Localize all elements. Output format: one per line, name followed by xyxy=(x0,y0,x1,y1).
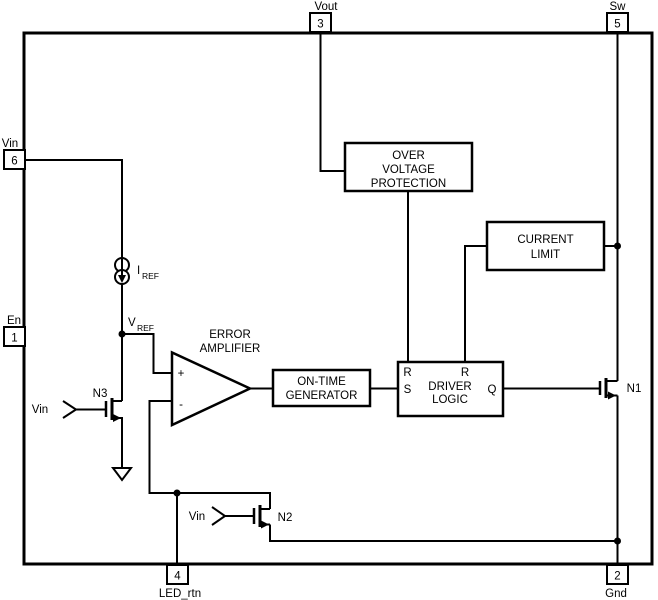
pin-vout: 3 Vout xyxy=(309,1,338,33)
error-amplifier-symbol: + - xyxy=(170,350,253,427)
junction-vref xyxy=(118,330,126,338)
n1-body-arrow xyxy=(608,391,616,400)
n3-body-arrow xyxy=(113,414,121,422)
ovp-label-line2: VOLTAGE xyxy=(382,164,435,176)
error-amplifier-title-line2: AMPLIFIER xyxy=(200,343,261,355)
driver-logic-block: R R S Q DRIVER LOGIC xyxy=(396,360,505,418)
pin-sw: 5 Sw xyxy=(606,1,629,33)
junction-gnd xyxy=(614,537,621,545)
n2-label: N2 xyxy=(278,512,293,524)
pin-sw-box xyxy=(606,12,629,33)
amp-minus-input-label: - xyxy=(179,399,183,411)
driver-logic-label-line2: LOGIC xyxy=(432,394,468,406)
driver-logic-port-r2: R xyxy=(461,367,469,379)
iref-label-subscript: REF xyxy=(142,271,159,281)
iref-current-source-symbol xyxy=(114,257,130,285)
on-time-generator-box xyxy=(271,368,372,408)
driver-logic-box xyxy=(396,360,505,418)
n3-gate-input-arrow xyxy=(62,400,78,419)
driver-logic-port-s: S xyxy=(404,384,412,396)
vref-label-subscript: REF xyxy=(137,323,154,333)
n3-mosfet-symbol xyxy=(62,398,123,468)
driver-logic-port-r1: R xyxy=(403,367,411,379)
on-time-generator-block: ON-TIME GENERATOR xyxy=(271,368,372,408)
pin-vin: 6 Vin xyxy=(2,138,26,170)
n3-gate-signal-label: Vin xyxy=(32,404,48,416)
current-limit-label-line2: LIMIT xyxy=(531,249,560,261)
amp-plus-input-label: + xyxy=(178,368,185,380)
wire-current-limit-to-r-input xyxy=(464,245,487,362)
pin-vin-label: Vin xyxy=(2,138,18,150)
pin-en: 1 En xyxy=(3,315,26,347)
on-time-label-line1: ON-TIME xyxy=(297,376,346,388)
n2-gate-signal-label: Vin xyxy=(189,511,205,523)
n1-label: N1 xyxy=(627,383,642,395)
over-voltage-protection-block: OVER VOLTAGE PROTECTION xyxy=(343,141,474,193)
driver-logic-port-q: Q xyxy=(488,384,497,396)
pin-vin-box xyxy=(3,149,26,170)
ovp-label-line1: OVER xyxy=(392,150,425,162)
n2-body-arrow xyxy=(261,520,269,529)
current-limit-block: CURRENT LIMIT xyxy=(485,220,606,272)
wires xyxy=(25,32,619,566)
pin-gnd: 2 Gnd xyxy=(605,564,629,600)
driver-logic-label-line1: DRIVER xyxy=(428,381,471,393)
wire-vref-to-plus-input xyxy=(122,333,172,374)
wire-vin-to-iref xyxy=(25,159,123,258)
pin-sw-label: Sw xyxy=(610,1,627,13)
ovp-label-line3: PROTECTION xyxy=(371,178,446,190)
wire-vout-to-ovp xyxy=(319,32,345,172)
vref-label: V xyxy=(128,317,136,329)
pin-gnd-number: 2 xyxy=(614,571,620,583)
on-time-label-line2: GENERATOR xyxy=(286,390,358,402)
pin-vin-number: 6 xyxy=(11,156,17,168)
ground-symbol xyxy=(111,467,133,482)
current-limit-box xyxy=(485,220,606,272)
wire-n2-source-to-gnd xyxy=(269,524,618,542)
pin-gnd-label: Gnd xyxy=(605,588,627,600)
pin-en-box xyxy=(3,326,26,347)
pin-vout-label: Vout xyxy=(314,1,338,13)
over-voltage-protection-box xyxy=(343,141,474,193)
pin-en-number: 1 xyxy=(11,333,17,345)
iref-label: I xyxy=(137,265,140,277)
pin-sw-number: 5 xyxy=(614,19,620,31)
pin-led-rtn-number: 4 xyxy=(174,571,181,583)
current-source-arrowhead xyxy=(118,275,126,283)
pin-gnd-box xyxy=(606,564,629,585)
pin-led-rtn-box xyxy=(166,564,189,585)
junction-feedback xyxy=(173,489,181,497)
n2-mosfet-symbol xyxy=(211,505,270,529)
pin-led-rtn-label: LED_rtn xyxy=(159,588,201,600)
n3-label: N3 xyxy=(93,388,108,400)
n2-gate-input-arrow xyxy=(211,506,227,526)
junction-current-limit-sw xyxy=(614,242,621,250)
error-amplifier-title-line1: ERROR xyxy=(209,329,251,341)
wire-feedback-to-n2-drain xyxy=(148,400,271,509)
pin-vout-number: 3 xyxy=(317,19,323,31)
error-amplifier-triangle xyxy=(170,350,253,427)
n3-source-wire xyxy=(112,417,123,468)
pin-led-rtn: 4 LED_rtn xyxy=(159,564,201,600)
pin-en-label: En xyxy=(7,315,21,327)
current-limit-label-line1: CURRENT xyxy=(517,234,573,246)
n1-mosfet-symbol xyxy=(598,378,618,400)
chip-outline xyxy=(22,31,654,566)
pin-vout-box xyxy=(309,12,332,33)
